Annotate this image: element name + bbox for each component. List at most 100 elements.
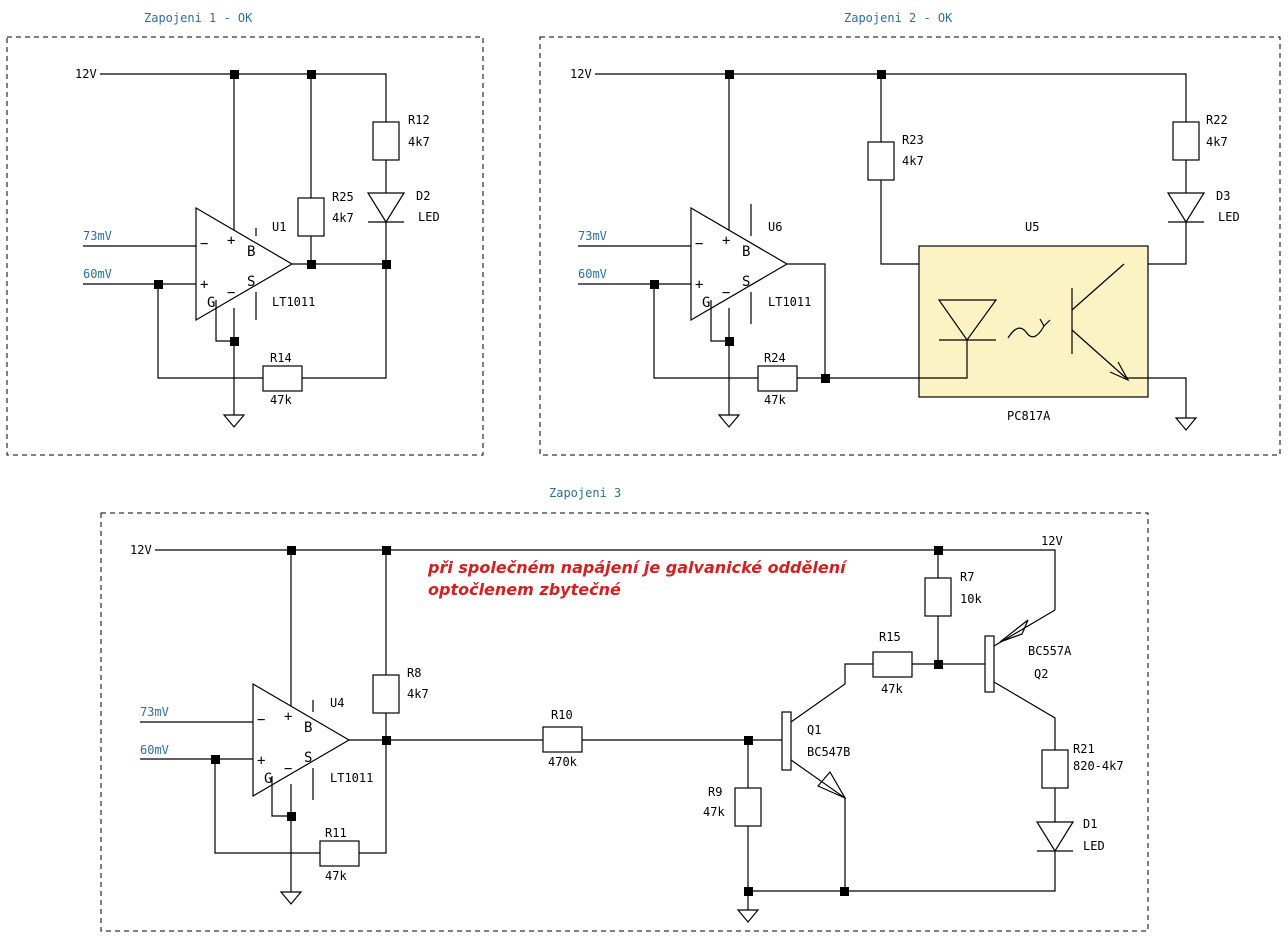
c1-r14 bbox=[262, 365, 303, 392]
c3-r7-value: 10k bbox=[960, 592, 982, 606]
c2-u6-ref: U6 bbox=[768, 220, 782, 234]
c1-junction bbox=[307, 260, 316, 269]
c2-d3-value: LED bbox=[1218, 210, 1240, 224]
c1-60mv-label: 60mV bbox=[83, 267, 112, 281]
c3-r15 bbox=[872, 651, 913, 678]
circuit-3-title: Zapojeni 3 bbox=[549, 486, 621, 500]
c3-r21 bbox=[1041, 749, 1069, 789]
c2-u5-value: PC817A bbox=[1007, 409, 1051, 423]
c3-r15-ref: R15 bbox=[879, 630, 901, 644]
c3-ground-symbol bbox=[736, 909, 760, 923]
c2-junction bbox=[725, 337, 734, 346]
c2-pin-minus: − bbox=[695, 236, 703, 252]
c3-pin-plus: + bbox=[257, 753, 265, 769]
c2-r24-value: 47k bbox=[764, 393, 786, 407]
c3-r11-ref: R11 bbox=[325, 826, 347, 840]
c2-12v-rail bbox=[595, 73, 1187, 122]
c3-r21-value: 820-4k7 bbox=[1073, 759, 1124, 773]
c3-r11 bbox=[319, 840, 360, 867]
circuit-2: Zapojeni 2 - OK 12V R23 4k7 R22 4k7 D3 L… bbox=[539, 11, 1281, 456]
c2-junction bbox=[821, 374, 830, 383]
c2-r23 bbox=[867, 141, 895, 181]
c3-q1-base-bar bbox=[781, 711, 792, 771]
c1-feedback-wire bbox=[157, 284, 263, 379]
c3-pin-s: S bbox=[304, 750, 312, 766]
c1-wire bbox=[302, 222, 387, 379]
c3-12v-right-label: 12V bbox=[1041, 534, 1063, 548]
c3-r8-value: 4k7 bbox=[407, 687, 429, 701]
c3-q1-emitter bbox=[790, 759, 846, 891]
c3-r9-ref: R9 bbox=[708, 785, 722, 799]
c2-wire bbox=[825, 340, 968, 379]
c3-wire bbox=[359, 713, 387, 854]
c2-gnd-wire bbox=[710, 300, 730, 415]
circuit-3-frame bbox=[100, 512, 1149, 932]
c3-q2-base-bar bbox=[984, 635, 995, 693]
c1-u1-ref: U1 bbox=[272, 220, 286, 234]
c1-pin-minus2: − bbox=[227, 285, 235, 301]
c3-junction bbox=[934, 546, 943, 555]
c1-ground-symbol bbox=[222, 414, 246, 428]
circuit-2-title: Zapojeni 2 - OK bbox=[844, 11, 953, 25]
c2-12v-label: 12V bbox=[570, 67, 592, 81]
c3-73mv-label: 73mV bbox=[140, 705, 169, 719]
circuit-1-title: Zapojeni 1 - OK bbox=[144, 11, 253, 25]
c2-r22 bbox=[1172, 121, 1200, 161]
c3-pin-g: G bbox=[264, 771, 272, 787]
c2-opto-led bbox=[937, 299, 998, 342]
c1-r14-ref: R14 bbox=[270, 351, 292, 365]
c3-r8 bbox=[372, 674, 400, 714]
c3-12v-right-wire bbox=[1035, 549, 1056, 610]
c3-r7 bbox=[924, 577, 952, 617]
c3-r10-value: 470k bbox=[548, 755, 578, 769]
c3-r8-ref: R8 bbox=[407, 666, 421, 680]
c3-ground-bus bbox=[748, 862, 1056, 892]
c1-opamp-u1 bbox=[195, 206, 294, 322]
c2-d3-ref: D3 bbox=[1216, 189, 1230, 203]
c3-opamp-u4 bbox=[252, 682, 351, 798]
c3-pin-minus: − bbox=[257, 712, 265, 728]
c2-opto-transistor bbox=[1071, 263, 1127, 379]
c3-r10 bbox=[542, 726, 583, 753]
c3-d1-ref: D1 bbox=[1083, 817, 1097, 831]
c3-gnd-wire bbox=[271, 776, 292, 892]
c1-pin-plus: + bbox=[200, 277, 208, 293]
c1-d2-ref: D2 bbox=[416, 189, 430, 203]
c3-r10-ref: R10 bbox=[551, 708, 573, 722]
c3-junction bbox=[382, 546, 391, 555]
c3-junction bbox=[382, 736, 391, 745]
c1-r14-value: 47k bbox=[270, 393, 292, 407]
c1-junction bbox=[382, 260, 391, 269]
c1-junction bbox=[230, 70, 239, 79]
c2-pin-s: S bbox=[742, 274, 750, 290]
c3-junction bbox=[840, 887, 849, 896]
c2-u5-ref: U5 bbox=[1025, 220, 1039, 234]
c2-73mv-label: 73mV bbox=[578, 229, 607, 243]
c3-q1-value: BC547B bbox=[807, 745, 850, 759]
c1-junction bbox=[230, 337, 239, 346]
c1-u1-value: LT1011 bbox=[272, 295, 315, 309]
c1-r12 bbox=[372, 121, 400, 161]
c3-q2-value: BC557A bbox=[1028, 644, 1072, 658]
c2-r23-ref: R23 bbox=[902, 133, 924, 147]
c3-r21-ref: R21 bbox=[1073, 742, 1095, 756]
c2-r22-value: 4k7 bbox=[1206, 135, 1228, 149]
c3-r15-value: 47k bbox=[881, 682, 903, 696]
c3-q1-collector bbox=[790, 663, 873, 723]
c2-r22-ref: R22 bbox=[1206, 113, 1228, 127]
c3-d1-value: LED bbox=[1083, 839, 1105, 853]
c2-pin-plus2: + bbox=[722, 233, 730, 249]
c2-feedback-wire bbox=[653, 284, 758, 379]
c3-q1-ref: Q1 bbox=[807, 723, 821, 737]
c2-output-wire bbox=[787, 263, 826, 378]
c1-gnd-wire bbox=[215, 300, 235, 415]
c3-pin-b: B bbox=[304, 720, 312, 736]
c3-r11-value: 47k bbox=[325, 869, 347, 883]
c3-u4-value: LT1011 bbox=[330, 771, 373, 785]
c3-u4-ref: U4 bbox=[330, 696, 344, 710]
c1-pin-g: G bbox=[207, 295, 215, 311]
c2-pin-plus: + bbox=[695, 277, 703, 293]
c3-junction bbox=[287, 812, 296, 821]
c3-feedback-wire bbox=[214, 759, 320, 854]
c2-ground-symbol bbox=[1174, 417, 1198, 431]
